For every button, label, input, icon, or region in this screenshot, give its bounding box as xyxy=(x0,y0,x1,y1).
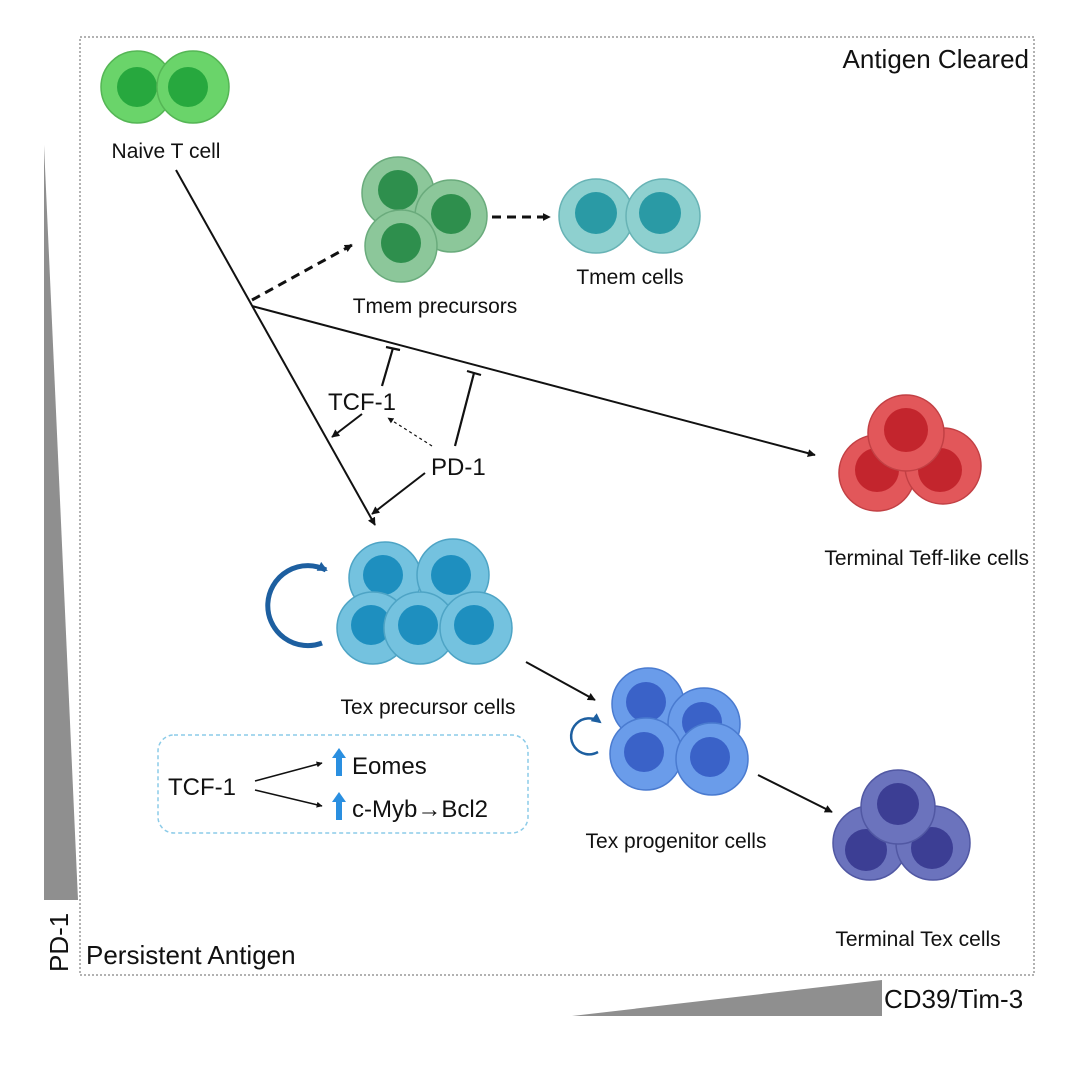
terminal-teff-cells-icon xyxy=(838,394,982,512)
tmem-precursors-label: Tmem precursors xyxy=(353,295,518,318)
tmem-precursor-cells-icon xyxy=(361,156,488,283)
pd1-to-tcf1-dotted-arrow xyxy=(387,417,433,447)
tex-precursor-label: Tex precursor cells xyxy=(340,696,515,719)
up-arrow-icon xyxy=(332,792,346,820)
terminal-teff-label: Terminal Teff-like cells xyxy=(824,547,1029,570)
tcf1-inhibits-teff xyxy=(380,347,395,387)
x-axis-label: CD39/Tim-3 xyxy=(884,984,1023,1014)
naive-t-cell-icon xyxy=(100,50,230,124)
pd1-regulator-label: PD-1 xyxy=(431,454,486,481)
plot-frame xyxy=(79,36,1035,976)
tex-progenitor-cells-icon xyxy=(569,667,749,796)
pd1-gradient-wedge xyxy=(44,145,78,900)
naive-t-cell-label: Naive T cell xyxy=(112,140,221,163)
naive-to-tex-arrow xyxy=(175,169,376,526)
tcf1-to-tex-arrow xyxy=(331,413,363,438)
tex-progenitor-to-terminal-arrow xyxy=(757,774,833,813)
cd39-gradient-wedge xyxy=(572,980,882,1016)
terminal-tex-label: Terminal Tex cells xyxy=(835,928,1000,951)
tex-precursor-cells-icon xyxy=(265,538,513,665)
inset-tcf1-label: TCF-1 xyxy=(168,774,236,801)
tcf1-targets-inset: TCF-1 Eomes c-Myb→Bcl2 xyxy=(157,734,529,834)
pathway-arrows xyxy=(175,169,833,813)
pd1-inhibits-teff xyxy=(453,372,476,447)
inset-cmyb-label: c-Myb→Bcl2 xyxy=(352,796,488,823)
tcf1-regulator-label: TCF-1 xyxy=(328,389,396,416)
branch-to-teff-arrow xyxy=(251,305,816,458)
antigen-cleared-label: Antigen Cleared xyxy=(843,44,1029,74)
inset-eomes-label: Eomes xyxy=(352,753,427,780)
tex-precursor-to-progenitor-arrow xyxy=(525,661,596,701)
persistent-antigen-label: Persistent Antigen xyxy=(86,940,296,970)
tmem-cells-label: Tmem cells xyxy=(576,266,683,289)
tex-progenitor-label: Tex progenitor cells xyxy=(586,830,767,853)
terminal-tex-cells-icon xyxy=(832,769,971,881)
self-renewal-arrow-icon xyxy=(265,561,328,649)
branch-to-tmem-precursor-arrow xyxy=(251,243,353,302)
up-arrow-icon xyxy=(332,748,346,776)
tmem-cells-icon xyxy=(558,178,701,254)
pd1-to-tex-arrow xyxy=(371,472,426,515)
y-axis-label: PD-1 xyxy=(44,913,74,972)
self-renewal-small-arrow-icon xyxy=(569,713,602,756)
